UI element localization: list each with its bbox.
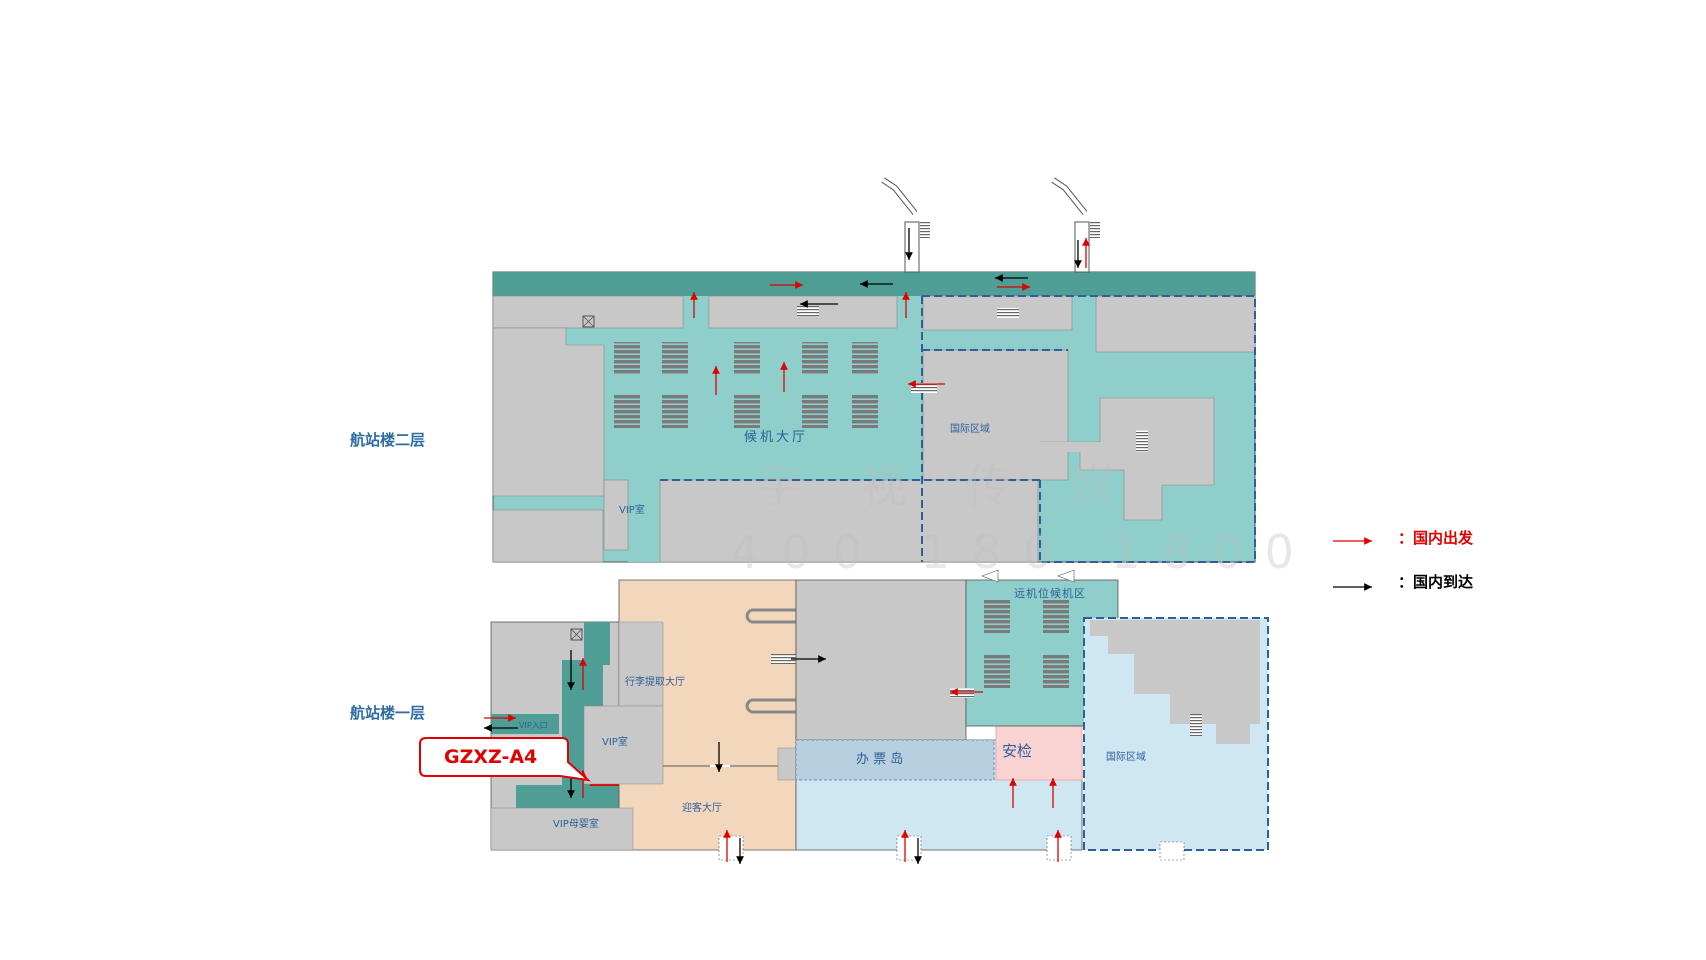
entrance-door <box>718 835 744 861</box>
elevator-icon <box>570 628 583 641</box>
remote-waiting-seats <box>984 600 1069 688</box>
waiting-seats <box>614 342 878 428</box>
jet-bridge-right <box>1051 177 1100 273</box>
ad-position-callout: GZXZ-A4 <box>419 737 592 782</box>
flow-arrows-upper <box>690 228 1090 395</box>
callout-label: GZXZ-A4 <box>444 746 537 768</box>
ticket-island-label: 办 票 岛 <box>856 751 903 767</box>
security-area <box>995 725 1083 781</box>
flow-arrows-lower <box>484 650 1062 864</box>
gray-block <box>618 621 664 707</box>
elevator-icon <box>570 628 583 641</box>
floor-label-lower: 航站楼一层 <box>350 704 425 722</box>
gray-block <box>603 479 629 551</box>
vip-nursery-block <box>490 807 634 851</box>
gray-block <box>492 509 604 563</box>
vip-corridor <box>516 622 633 808</box>
elevator-icon <box>582 315 595 328</box>
stairs <box>797 306 819 316</box>
stairs <box>1190 714 1202 736</box>
vip-room-label-upper: VIP室 <box>619 503 645 516</box>
gate-icon <box>981 569 999 583</box>
vip-room-lower-block <box>583 705 664 785</box>
gray-block <box>492 327 605 497</box>
gray-block <box>1040 442 1140 452</box>
stairs <box>1136 430 1148 452</box>
elevator-icon <box>582 315 595 328</box>
gray-block <box>659 479 1039 563</box>
stairs <box>771 654 807 664</box>
intl-zone-label-lower: 国际区域 <box>1106 750 1146 763</box>
legend-label-departure: ：国内出发 <box>1398 529 1474 547</box>
stairs <box>997 308 1019 318</box>
entrance-door <box>896 835 922 861</box>
baggage-claim-label: 行李提取大厅 <box>625 675 685 688</box>
stairs <box>950 688 974 698</box>
arrival-hall-label: 迎客大厅 <box>682 801 722 814</box>
remote-waiting-label: 远机位候机区 <box>1014 586 1086 600</box>
gray-block <box>1095 295 1256 353</box>
gate-icon <box>1057 569 1075 583</box>
ticket-island <box>795 739 995 781</box>
vip-entrance-strip <box>491 714 559 734</box>
vip-entrance-label: VIP入口 <box>519 721 548 730</box>
legend: ：国内出发 ：国内到达 <box>1333 529 1474 591</box>
security-label: 安检 <box>1002 742 1032 760</box>
gray-block <box>492 295 684 329</box>
gray-block <box>777 747 797 781</box>
intl-boundary <box>1039 296 1256 563</box>
upper-floor: 候机大厅 国际区域 VIP室 <box>492 177 1256 563</box>
lower-floor: 远机位候机区 行李提取大厅 VIP入口 VIP室 迎客大厅 VIP母婴室 办 票… <box>484 569 1269 864</box>
gray-block <box>1040 397 1215 521</box>
intl-zone-label-upper: 国际区域 <box>950 422 990 435</box>
gray-block <box>922 349 1069 481</box>
watermark-line1: 宇 视 传 媒 <box>756 459 1138 513</box>
floor-label-upper: 航站楼二层 <box>350 431 425 449</box>
entrance-door <box>1159 841 1185 861</box>
vip-nursery-label: VIP母婴室 <box>553 817 599 830</box>
teal-strip <box>628 480 660 562</box>
watermark-line2: 400 180 1800 <box>730 525 1316 579</box>
legend-label-arrival: ：国内到达 <box>1398 573 1473 591</box>
jet-bridge-left <box>881 177 930 273</box>
vip-room-label-lower: VIP室 <box>602 735 628 748</box>
waiting-hall-label: 候机大厅 <box>744 430 808 445</box>
gray-block <box>1090 620 1260 850</box>
entrance-door <box>1046 835 1072 861</box>
stairs <box>911 383 937 393</box>
